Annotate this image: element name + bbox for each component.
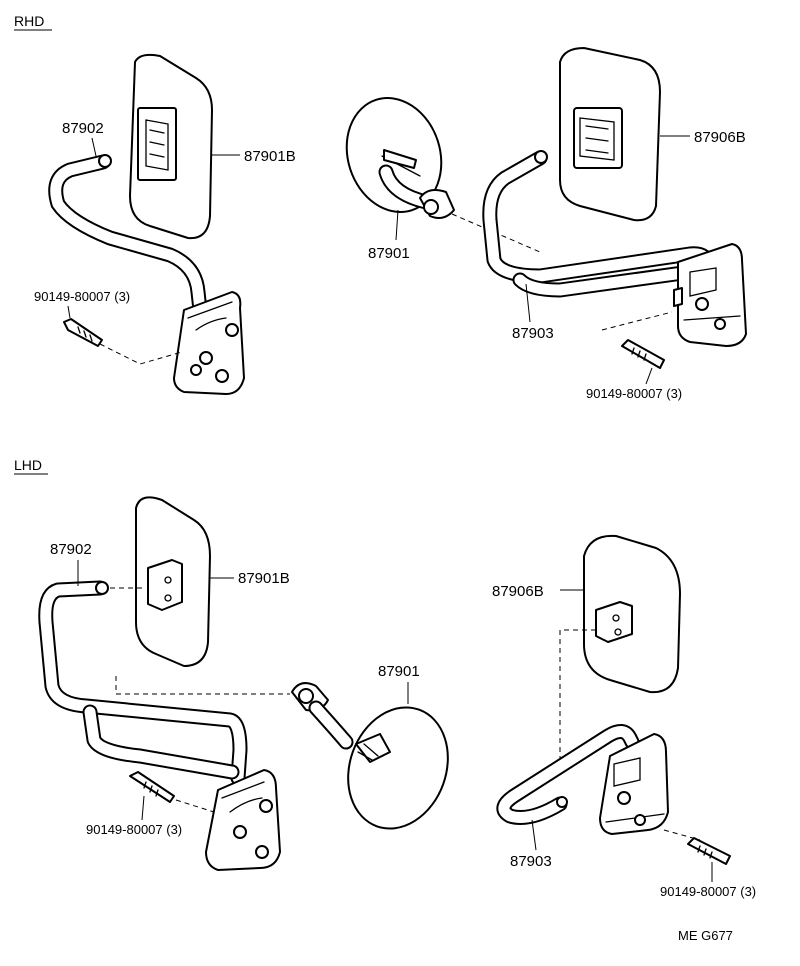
lhd-bolt-right xyxy=(687,837,731,865)
rhd-bolt-left xyxy=(63,318,183,365)
rhd-tube-87902 xyxy=(48,154,208,318)
lhd-bolt-left xyxy=(129,771,215,813)
label-lhd-87901B: 87901B xyxy=(238,570,290,587)
label-lhd-87906B: 87906B xyxy=(492,583,544,600)
lhd-base-plate-right xyxy=(599,733,701,841)
label-rhd-87901: 87901 xyxy=(368,245,410,262)
rhd-labels: 87902 87901B 90149-80007 (3) 87901 87906… xyxy=(34,120,746,401)
lhd-section-title: LHD xyxy=(14,457,42,473)
lhd-section: LHD xyxy=(14,457,756,899)
diagram-code: ME G677 xyxy=(678,928,733,943)
rhd-bolt-right xyxy=(601,311,673,369)
rhd-base-plate-left xyxy=(173,291,245,395)
label-rhd-87906B: 87906B xyxy=(694,129,746,146)
lhd-labels: 87902 87901B 90149-80007 (3) 87901 87906… xyxy=(50,541,756,899)
label-lhd-bolt-right: 90149-80007 (3) xyxy=(660,884,756,899)
lhd-mirror-87906B xyxy=(559,534,681,760)
label-rhd-87902: 87902 xyxy=(62,120,104,137)
rhd-section: RHD xyxy=(14,13,747,401)
rhd-small-mirror-87901 xyxy=(345,97,541,253)
rhd-mirror-87901B xyxy=(129,53,213,240)
lhd-bracket-87903 xyxy=(496,724,640,825)
label-lhd-bolt-left: 90149-80007 (3) xyxy=(86,822,182,837)
rhd-section-title: RHD xyxy=(14,13,44,29)
rhd-base-plate-right xyxy=(673,243,747,347)
label-rhd-bolt-left: 90149-80007 (3) xyxy=(34,289,130,304)
label-lhd-87902: 87902 xyxy=(50,541,92,558)
lhd-mirror-87901B xyxy=(110,496,211,667)
lhd-small-mirror-87901 xyxy=(291,682,449,830)
lhd-tube-87902 xyxy=(38,580,248,786)
label-rhd-bolt-right: 90149-80007 (3) xyxy=(586,386,682,401)
lhd-base-plate-left xyxy=(115,676,290,871)
label-lhd-87901: 87901 xyxy=(378,663,420,680)
label-rhd-87903: 87903 xyxy=(512,325,554,342)
label-lhd-87903: 87903 xyxy=(510,853,552,870)
rhd-mirror-87906B xyxy=(559,47,661,222)
label-rhd-87901B: 87901B xyxy=(244,148,296,165)
